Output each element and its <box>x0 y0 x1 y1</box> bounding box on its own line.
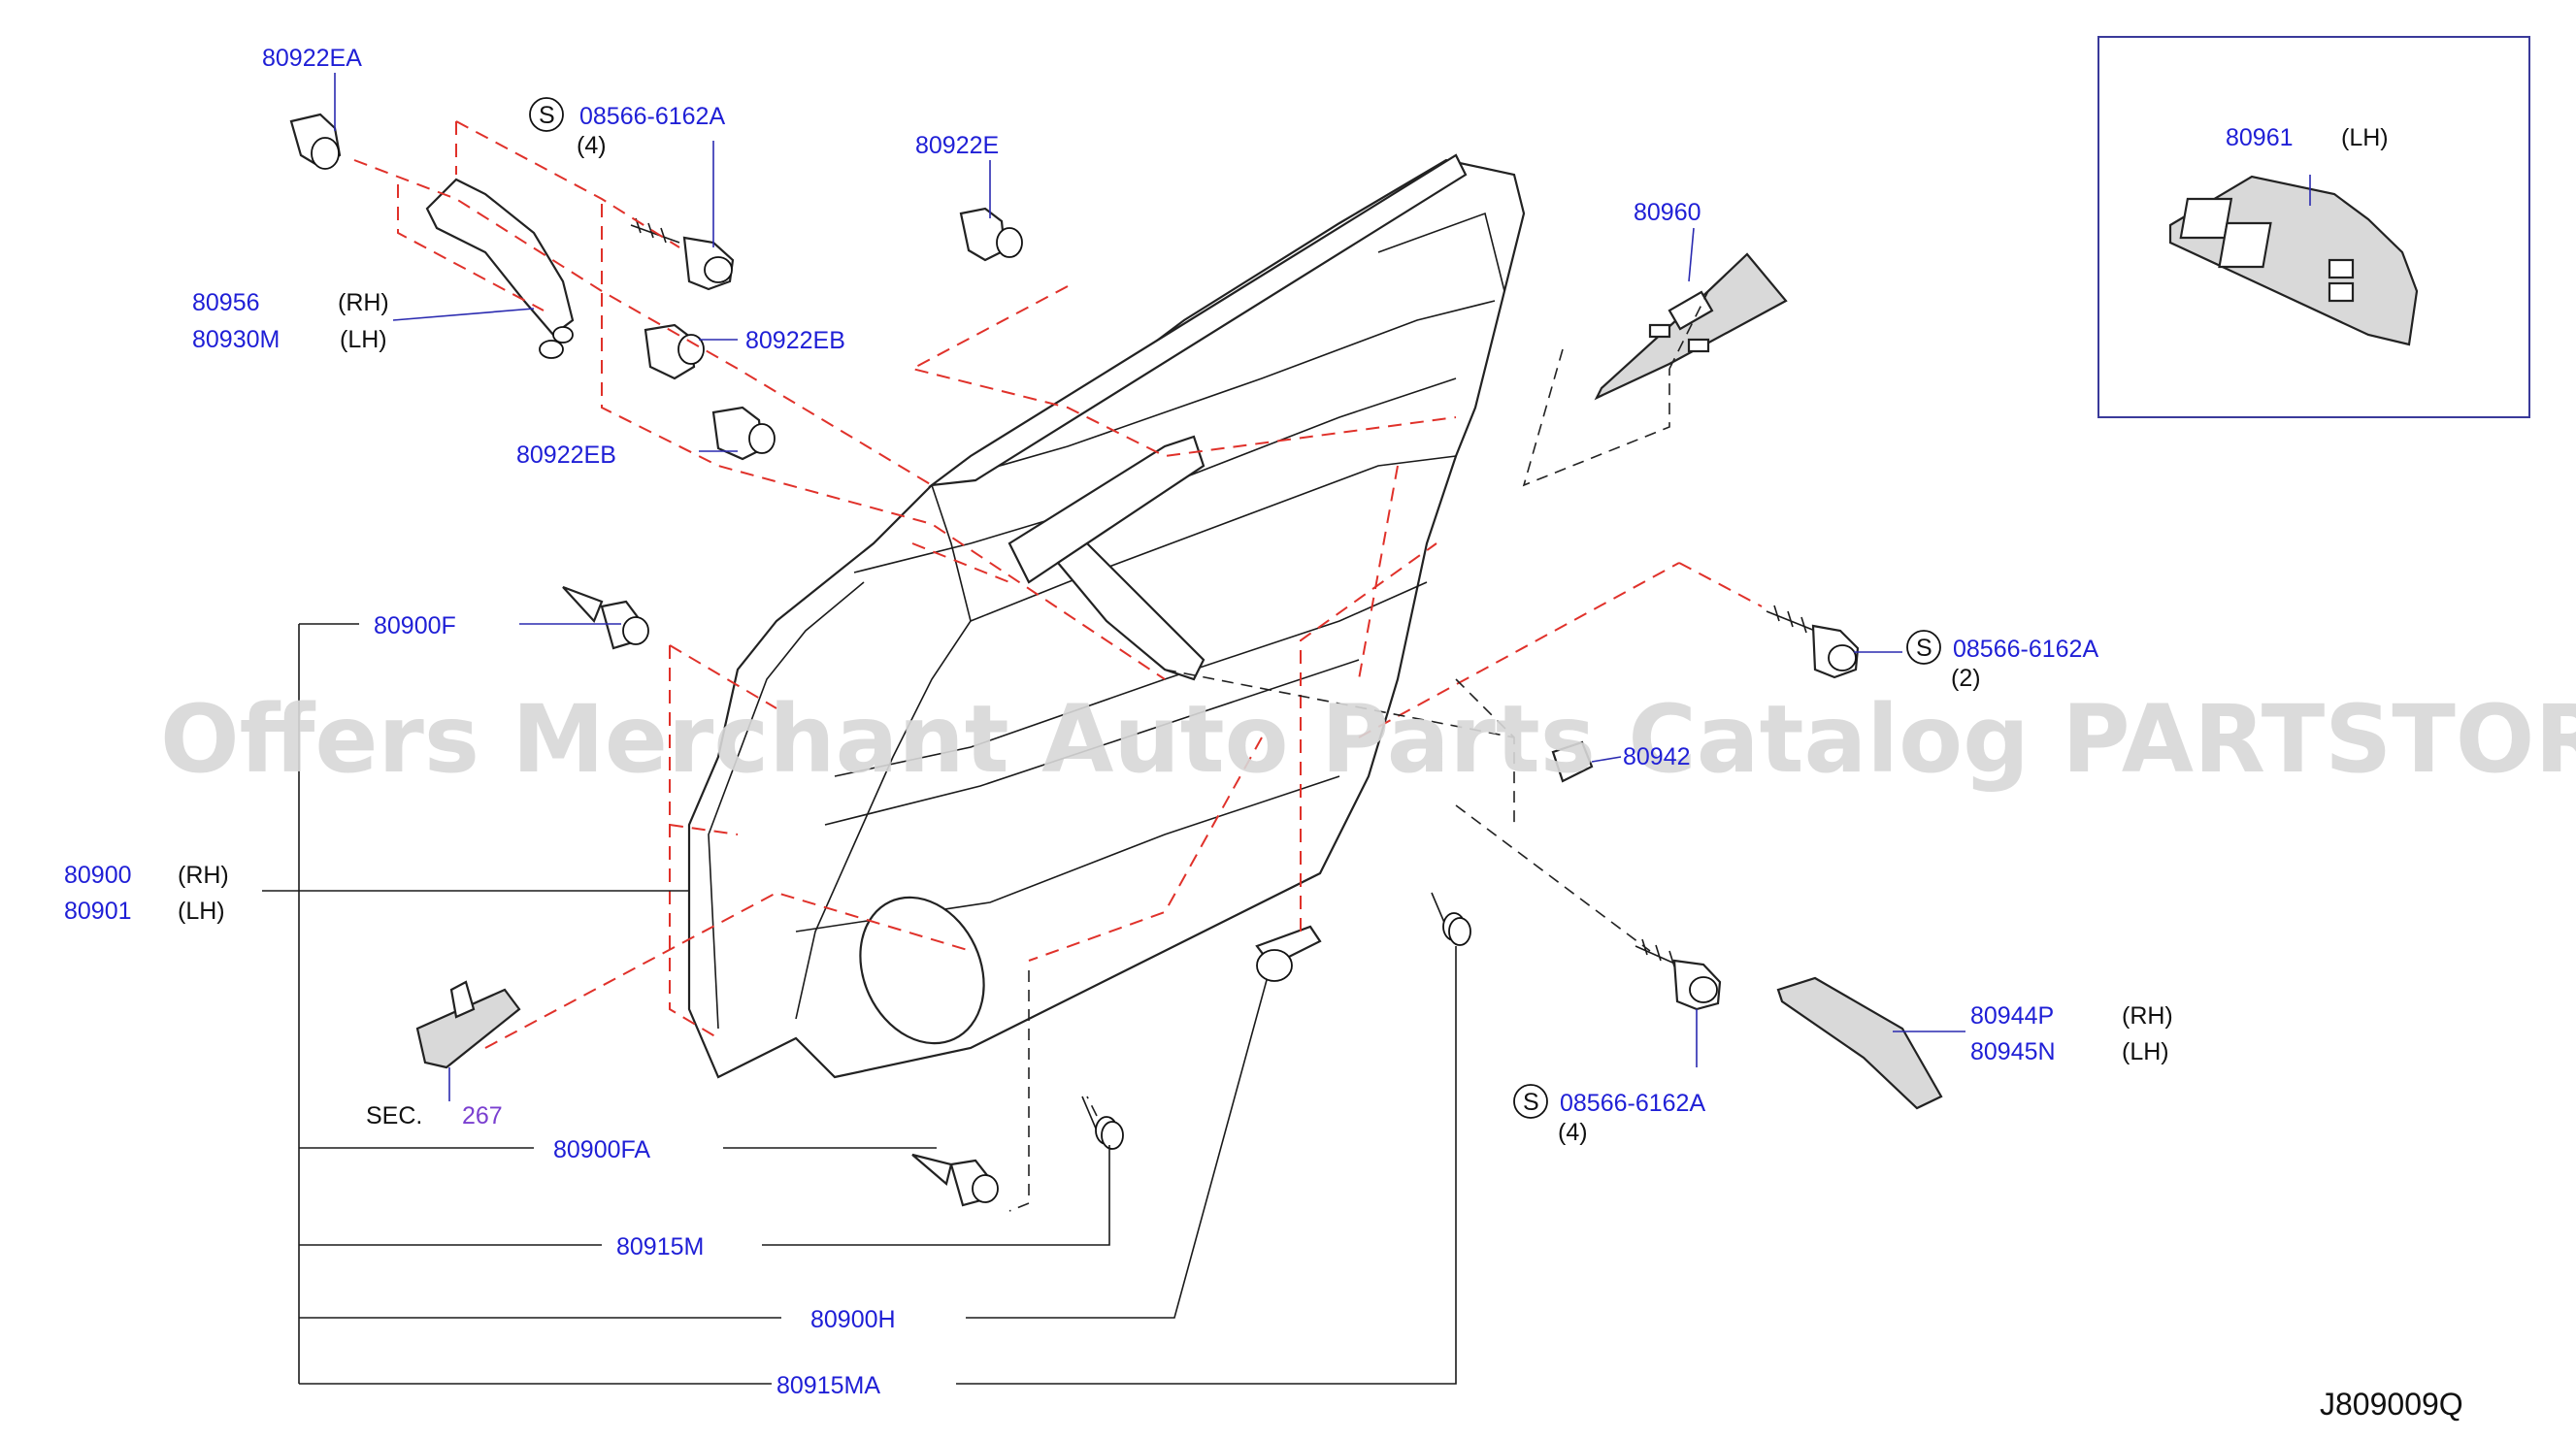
clip-80922EB-2-icon <box>711 406 776 461</box>
connector-sec267-icon <box>415 980 521 1069</box>
label-s3-qty: (4) <box>1558 1119 1588 1146</box>
clip-80922E-icon <box>959 207 1023 262</box>
spring-80915M-icon <box>1081 1096 1124 1150</box>
label-80915MA[interactable]: 80915MA <box>776 1372 880 1399</box>
label-80930M[interactable]: 80930M <box>192 326 280 353</box>
leader-lines <box>334 73 1965 1101</box>
clip-80900F-icon <box>562 585 649 650</box>
label-s2-code[interactable]: 08566-6162A <box>1953 636 2098 663</box>
label-80956[interactable]: 80956 <box>192 289 260 316</box>
bracket-80956-icon <box>425 178 575 359</box>
label-80922EB-2[interactable]: 80922EB <box>516 442 616 469</box>
label-80922E[interactable]: 80922E <box>915 132 999 159</box>
label-80922EB-1[interactable]: 80922EB <box>745 327 845 354</box>
callout-brackets <box>262 623 1457 1385</box>
s-symbol-3: S <box>1513 1084 1548 1119</box>
inset-box-lh <box>2097 36 2530 418</box>
label-80961-side: (LH) <box>2341 124 2389 151</box>
diagram-reference: J809009Q <box>2320 1387 2463 1422</box>
label-80960[interactable]: 80960 <box>1634 199 1701 226</box>
label-s2-qty: (2) <box>1951 665 1981 692</box>
label-80900F[interactable]: 80900F <box>374 612 456 639</box>
label-80901-side: (LH) <box>178 898 225 925</box>
label-80900H[interactable]: 80900H <box>810 1306 896 1333</box>
label-80930M-side: (LH) <box>340 326 387 353</box>
screw-s3-icon <box>1635 938 1722 1011</box>
door-trim-panel <box>687 153 1526 1079</box>
label-80956-side: (RH) <box>338 289 389 316</box>
alignment-lines-black <box>1008 290 1709 1212</box>
label-80945N-side: (LH) <box>2122 1038 2169 1065</box>
clip-80900FA-icon <box>911 1153 999 1207</box>
strip-80944P-icon <box>1776 976 1943 1110</box>
s-symbol-1: S <box>529 97 564 132</box>
label-80900[interactable]: 80900 <box>64 862 132 889</box>
clip-80922EB-1-icon <box>644 323 705 380</box>
label-s1-code[interactable]: 08566-6162A <box>579 103 725 130</box>
label-80945N[interactable]: 80945N <box>1970 1038 2056 1065</box>
label-sec-prefix: SEC. <box>366 1102 422 1129</box>
label-sec-267[interactable]: 267 <box>462 1102 503 1129</box>
watermark: Offers Merchant Auto Parts Catalog PARTS… <box>160 685 2576 794</box>
label-80944P-side: (RH) <box>2122 1002 2173 1030</box>
alignment-lines-red <box>353 120 1763 1049</box>
label-80900-side: (RH) <box>178 862 229 889</box>
label-80900FA[interactable]: 80900FA <box>553 1136 650 1163</box>
label-80961[interactable]: 80961 <box>2226 124 2294 151</box>
svg-text:S: S <box>1523 1089 1539 1116</box>
label-s3-code[interactable]: 08566-6162A <box>1560 1090 1705 1117</box>
label-80942[interactable]: 80942 <box>1623 743 1691 770</box>
clip-80922EA-icon <box>289 113 342 170</box>
screw-s2-icon <box>1766 605 1860 679</box>
label-80901[interactable]: 80901 <box>64 898 132 925</box>
label-80944P[interactable]: 80944P <box>1970 1002 2054 1030</box>
label-80915M[interactable]: 80915M <box>616 1233 704 1260</box>
svg-text:S: S <box>539 102 555 129</box>
screw-s1-icon <box>630 217 735 291</box>
s-symbol-2: S <box>1906 630 1941 665</box>
svg-text:S: S <box>1916 635 1932 662</box>
label-80922EA[interactable]: 80922EA <box>262 45 362 72</box>
clip-80942-icon <box>1551 740 1594 783</box>
cap-80900H-icon <box>1255 925 1322 982</box>
label-s1-qty: (4) <box>577 132 607 159</box>
spring-80915MA-icon <box>1431 892 1471 946</box>
